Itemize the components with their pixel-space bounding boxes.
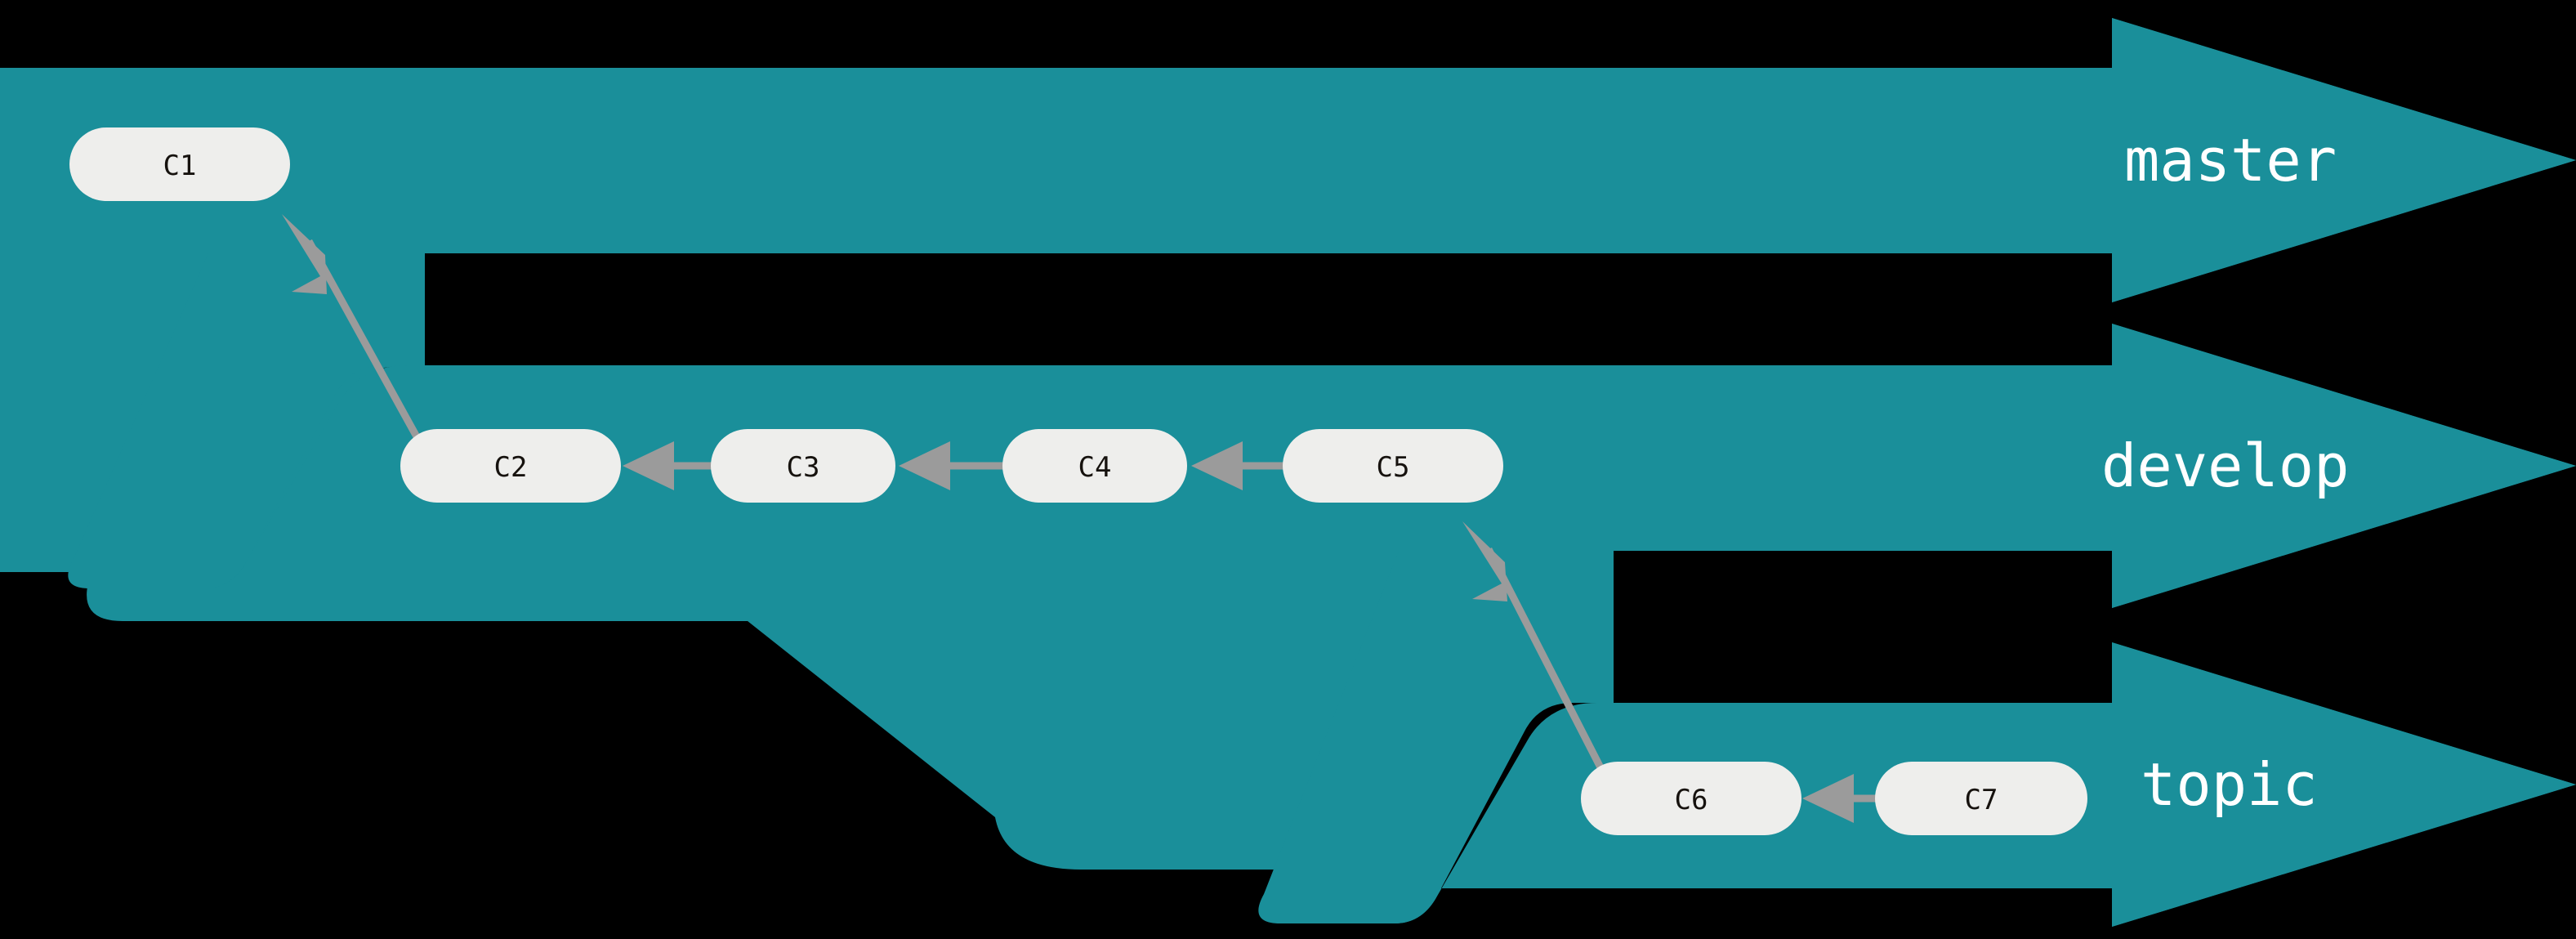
commit-node-c5-label: C5 — [1377, 451, 1410, 484]
edge-c3-to-c2 — [623, 441, 712, 490]
commit-node-c3[interactable]: C3 — [711, 429, 895, 503]
commit-node-c6-pill — [1581, 762, 1801, 835]
commit-node-c5[interactable]: C5 — [1283, 429, 1503, 503]
commit-node-c6[interactable]: C6 — [1581, 762, 1801, 835]
branch-bands-final — [0, 18, 2576, 927]
commit-edges-layer — [282, 214, 1877, 823]
commit-node-c3-pill — [711, 429, 895, 503]
commit-node-c2-pill — [400, 429, 621, 503]
commit-node-c5-pill — [1283, 429, 1503, 503]
commit-node-c3-label: C3 — [787, 451, 820, 484]
edge-c6-to-c5-line — [1484, 547, 1607, 775]
edge-c2-to-c1-line — [306, 239, 422, 442]
commit-node-c4-pill — [1002, 429, 1187, 503]
edge-c5-to-c4-arrowhead — [1191, 441, 1243, 490]
edge-c2-to-c1 — [282, 214, 422, 442]
edge-c6-to-c5-arrowhead — [1462, 521, 1507, 601]
master-to-develop-connector — [68, 253, 426, 588]
commit-node-c2[interactable]: C2 — [400, 429, 621, 503]
commit-node-c6-label: C6 — [1675, 784, 1708, 816]
master-rail — [0, 18, 2576, 302]
edge-c2-to-c1-arrowhead — [282, 214, 327, 294]
branch-label-master[interactable]: master — [2124, 126, 2337, 195]
branch-label-topic[interactable]: topic — [2141, 750, 2318, 819]
edge-c5-to-c4 — [1191, 441, 1284, 490]
commit-node-c4-label: C4 — [1078, 451, 1112, 484]
commit-node-c7[interactable]: C7 — [1875, 762, 2087, 835]
edge-c4-to-c3 — [899, 441, 1004, 490]
edge-c3-to-c2-arrowhead — [623, 441, 674, 490]
commit-node-c1-label: C1 — [163, 150, 197, 182]
commit-node-c7-label: C7 — [1965, 784, 1998, 816]
commit-node-c2-label: C2 — [494, 451, 528, 484]
commit-node-c1-pill — [69, 127, 290, 201]
edge-c6-to-c5 — [1462, 521, 1607, 775]
commit-node-c7-pill — [1875, 762, 2087, 835]
commit-nodes-layer: C1 C2 C3 C4 C5 C6 — [69, 127, 2087, 835]
commit-node-c1[interactable]: C1 — [69, 127, 290, 201]
branch-labels-layer: master develop topic — [2101, 126, 2349, 819]
branch-label-develop[interactable]: develop — [2101, 431, 2349, 500]
commit-node-c4[interactable]: C4 — [1002, 429, 1187, 503]
edge-c7-to-c6 — [1802, 774, 1877, 823]
develop-to-topic-connector — [1258, 551, 1614, 923]
edge-c7-to-c6-arrowhead — [1802, 774, 1854, 823]
edge-c4-to-c3-arrowhead — [899, 441, 950, 490]
